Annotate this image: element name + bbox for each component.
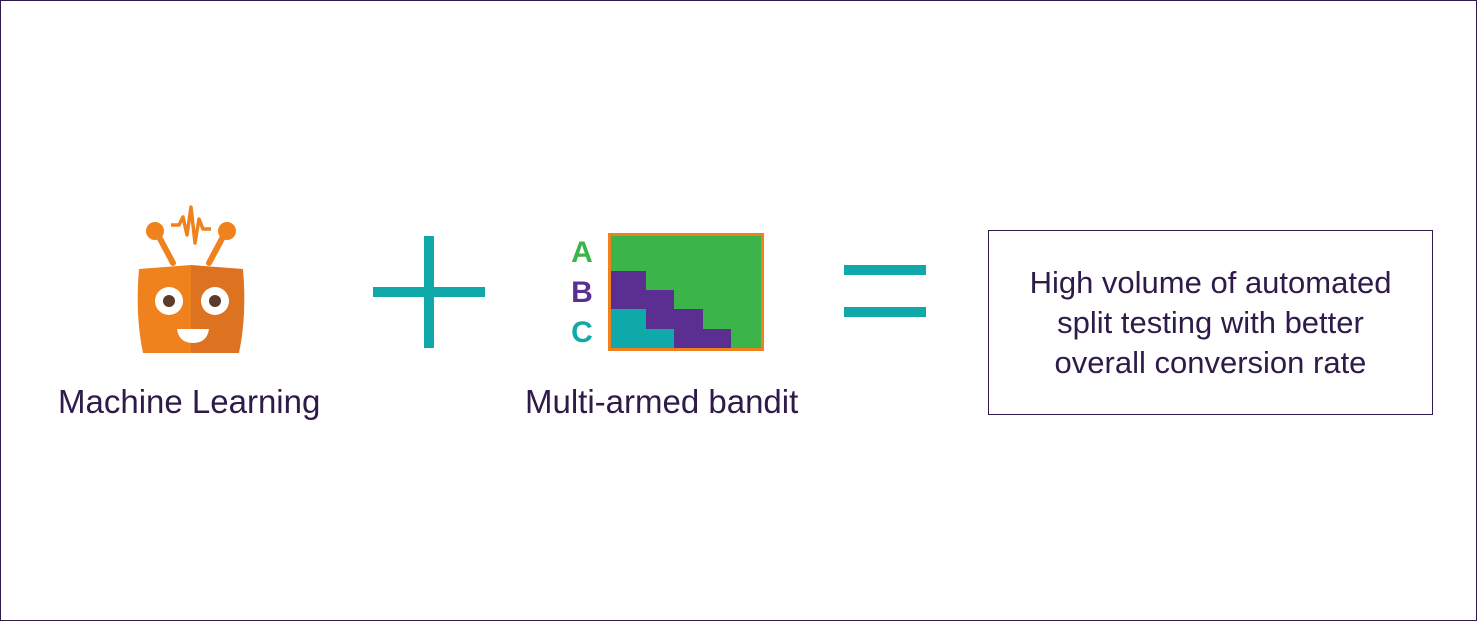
result-text: High volume of automated split testing w… [1001,263,1421,383]
result-line: High volume of automated [1029,264,1392,300]
result-box: High volume of automated split testing w… [988,230,1433,415]
bandit-grid-icon [608,233,764,351]
arm-c-letter: C [571,316,593,349]
multi-armed-bandit-label: Multi-armed bandit [525,383,799,420]
result-line: overall conversion rate [1054,344,1367,380]
arm-a-letter: A [571,236,593,269]
result-line: split testing with better [1057,304,1364,340]
machine-learning-label: Machine Learning [58,383,321,420]
equals-icon [844,265,926,317]
bandit-arm-letters: A B C [567,233,597,353]
plus-icon [373,236,485,348]
arm-b-letter: B [571,276,593,309]
robot-icon [137,205,245,353]
